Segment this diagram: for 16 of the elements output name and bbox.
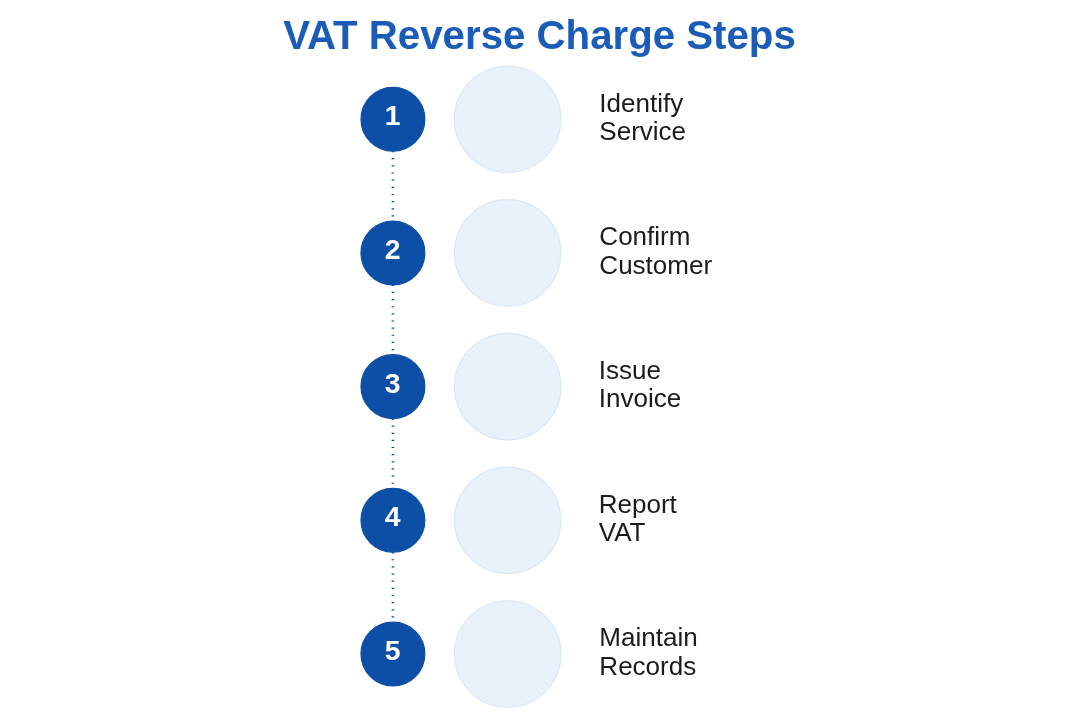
- node-circle: [453, 332, 561, 441]
- node-circle: 2: [359, 220, 425, 286]
- node-label: Identify Service: [598, 87, 686, 147]
- node-circle: [453, 600, 561, 708]
- diagram-title: VAT Reverse Charge Steps: [282, 12, 796, 58]
- node-circle: [453, 466, 561, 575]
- node-circle: 5: [359, 621, 425, 687]
- node-label: Issue Invoice: [598, 355, 681, 414]
- node-label: Confirm Customer: [598, 221, 712, 280]
- node-circle: [453, 199, 561, 307]
- node-circle: 1: [359, 86, 425, 152]
- node-label: Maintain Records: [598, 622, 698, 681]
- node-circle: 3: [359, 354, 425, 420]
- node-label: Report VAT: [598, 488, 677, 548]
- node-circle: 4: [359, 487, 425, 553]
- node-circle: [453, 65, 561, 174]
